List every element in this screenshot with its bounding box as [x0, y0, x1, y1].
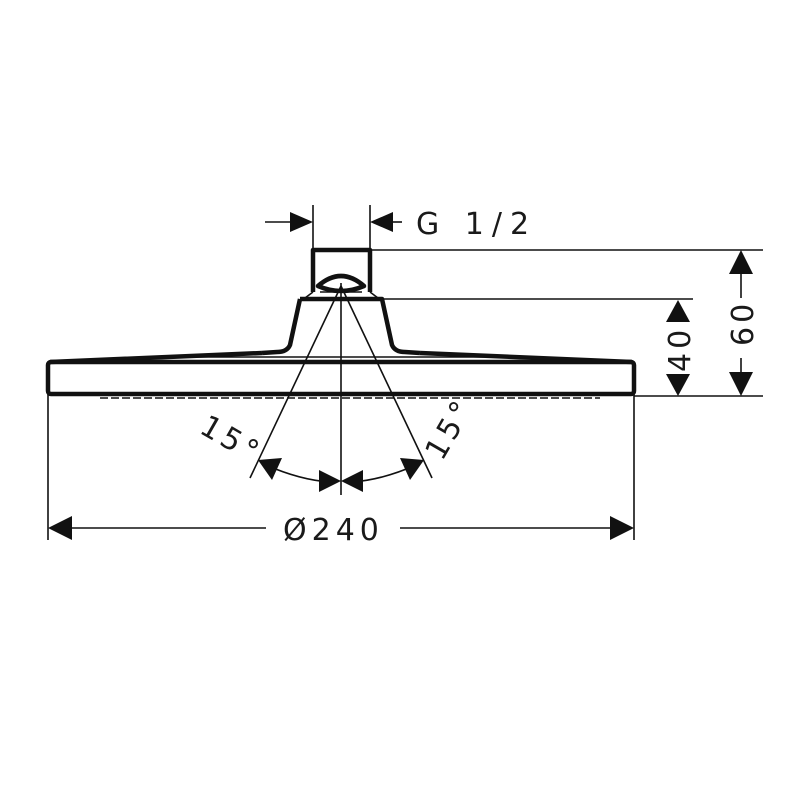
- thread-dimension: [265, 205, 402, 250]
- ball-joint: [315, 273, 367, 294]
- dimension-40: [666, 300, 690, 396]
- angle-lines: [249, 283, 433, 495]
- angle-arrows: [258, 458, 424, 492]
- head-neck: [300, 296, 421, 356]
- height-extension-lines: [370, 249, 763, 397]
- tilt-right-label: 15°: [419, 392, 482, 466]
- thread-label: G 1/2: [416, 207, 537, 242]
- head-height-label: 40: [663, 326, 698, 372]
- connector-nut: [310, 247, 373, 292]
- total-height-label: 60: [726, 300, 761, 346]
- dimension-60: [729, 250, 753, 396]
- diameter-dimension: [47, 394, 635, 540]
- diameter-label: Ø240: [283, 513, 384, 548]
